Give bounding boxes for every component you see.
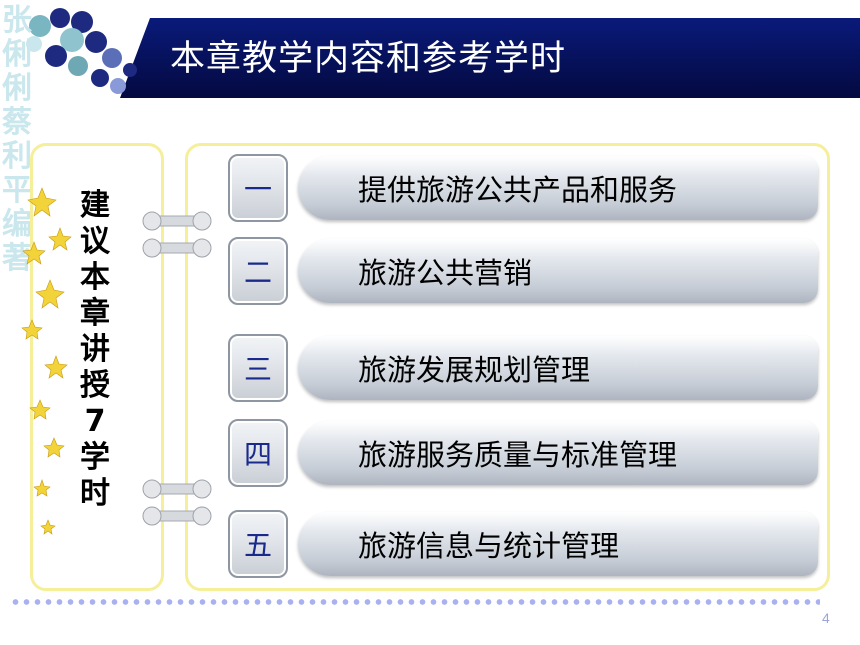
- item-number: 三: [243, 353, 272, 386]
- item-label: 旅游公共营销: [358, 256, 533, 290]
- item-label: 旅游信息与统计管理: [358, 529, 620, 563]
- page-number: 4: [822, 610, 830, 626]
- content-item-3[interactable]: 三 旅游发展规划管理: [228, 334, 818, 402]
- item-number: 一: [243, 173, 272, 206]
- watermark-char: 利: [2, 139, 32, 174]
- author-watermark: 张 俐 俐 蔡 利 平 编 著: [0, 4, 34, 276]
- ball-group: [26, 8, 137, 94]
- note-char: 时: [80, 476, 110, 511]
- item-label-box: [298, 512, 818, 576]
- watermark-char: 俐: [2, 37, 32, 72]
- content-item-1[interactable]: 一 提供旅游公共产品和服务: [228, 154, 818, 222]
- slide-header: 本章教学内容和参考学时: [0, 0, 860, 100]
- suggested-hours-note: 建 议 本 章 讲 授 7 学 时: [78, 188, 112, 512]
- content-item-2[interactable]: 二 旅游公共营销: [228, 237, 818, 305]
- top-connector: [142, 211, 212, 258]
- flower-decoration: [21, 187, 72, 535]
- dotted-divider: [10, 598, 820, 606]
- note-char: 建: [80, 188, 110, 223]
- item-label: 提供旅游公共产品和服务: [358, 173, 678, 207]
- item-number-box: [228, 510, 288, 578]
- note-char: 7: [84, 404, 106, 439]
- content-item-4[interactable]: 四 旅游服务质量与标准管理: [228, 419, 818, 487]
- item-number: 二: [243, 256, 272, 289]
- note-char: 议: [80, 224, 110, 259]
- watermark-char: 张: [2, 3, 32, 38]
- watermark-char: 俐: [2, 71, 32, 106]
- item-number: 四: [243, 438, 272, 471]
- item-number-box: [228, 237, 288, 305]
- bottom-connector: [142, 479, 212, 526]
- item-number: 五: [243, 529, 272, 562]
- page-title: 本章教学内容和参考学时: [170, 39, 567, 79]
- item-label-box: [298, 336, 818, 400]
- item-label: 旅游服务质量与标准管理: [358, 438, 678, 472]
- note-char: 授: [80, 368, 110, 403]
- item-number-box: [228, 154, 288, 222]
- note-char: 章: [80, 296, 110, 331]
- note-char: 学: [80, 440, 110, 475]
- item-label-box: [298, 239, 818, 303]
- watermark-char: 蔡: [2, 105, 32, 140]
- item-label-box: [298, 156, 818, 220]
- title-bar: [120, 18, 860, 98]
- decorative-balls: [26, 8, 137, 94]
- watermark-char: 著: [2, 241, 32, 276]
- note-char: 本: [80, 260, 110, 295]
- content-item-5[interactable]: 五 旅游信息与统计管理: [228, 510, 818, 578]
- item-number-box: [228, 419, 288, 487]
- watermark-char: 平: [2, 173, 32, 208]
- item-label: 旅游发展规划管理: [358, 353, 591, 387]
- item-label-box: [298, 421, 818, 485]
- watermark-char: 编: [2, 207, 32, 242]
- item-number-box: [228, 334, 288, 402]
- note-char: 讲: [80, 332, 110, 367]
